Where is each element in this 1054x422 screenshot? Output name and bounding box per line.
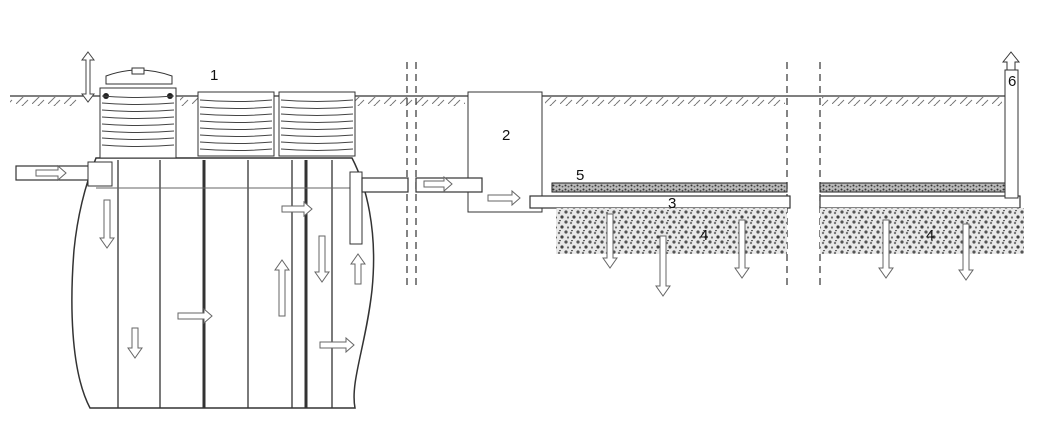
flow-arrow-down: [602, 213, 618, 269]
flow-arrow-down: [99, 199, 115, 249]
riser-rib: [199, 148, 273, 151]
riser-rib: [199, 99, 273, 102]
riser-rib: [199, 134, 273, 137]
riser-rib: [199, 127, 273, 130]
flow-arrow-down: [314, 235, 330, 283]
label-distribution-well: 2: [502, 127, 510, 144]
gravel-bed-left: [551, 182, 788, 254]
riser-rib: [280, 113, 354, 116]
riser-rib: [101, 144, 175, 147]
riser-rib: [280, 134, 354, 137]
vent-riser: [1001, 51, 1021, 199]
vent-cap-icon: [1001, 51, 1021, 71]
break-lines: [406, 62, 821, 288]
label-geotextile-layer: 5: [576, 167, 584, 184]
riser-rib: [280, 127, 354, 130]
flow-arrow-right: [35, 164, 67, 182]
flow-arrow-up: [350, 253, 366, 285]
septic-tank: [15, 157, 409, 409]
riser-rib: [199, 141, 273, 144]
riser-rib: [199, 113, 273, 116]
riser-rib: [101, 95, 175, 98]
flow-arrow-down: [655, 235, 671, 297]
riser-rib: [101, 130, 175, 133]
distribution-well: [415, 91, 1021, 213]
riser-rib: [101, 123, 175, 126]
label-drain-pipe: 3: [668, 195, 676, 212]
gravel-bed-right: [819, 182, 1024, 254]
riser-rib: [101, 116, 175, 119]
flow-arrows: [35, 164, 974, 359]
flow-arrow-down: [878, 219, 894, 279]
riser-rib: [280, 148, 354, 151]
riser-rib: [101, 102, 175, 105]
riser-rib: [280, 120, 354, 123]
riser-rib: [280, 141, 354, 144]
flow-arrow-down: [958, 223, 974, 281]
flow-arrow-right: [177, 307, 213, 325]
flow-arrow-down: [127, 327, 143, 359]
label-vent-riser: 6: [1008, 73, 1016, 90]
flow-arrow-right: [319, 336, 355, 354]
flow-arrow-right: [423, 175, 453, 193]
label-gravel-bed-right: 4: [926, 227, 934, 244]
label-septic-tank: 1: [210, 67, 218, 84]
riser-rib: [280, 99, 354, 102]
tank-risers: [81, 51, 356, 159]
flow-arrow-right: [281, 200, 313, 218]
flow-arrow-down: [734, 219, 750, 279]
riser-rib: [101, 137, 175, 140]
riser-rib: [199, 120, 273, 123]
flow-arrow-right: [487, 189, 521, 207]
riser-rib: [199, 106, 273, 109]
riser-rib: [101, 109, 175, 112]
riser-rib: [280, 106, 354, 109]
flow-arrow-up: [274, 259, 290, 317]
label-gravel-bed: 4: [700, 227, 708, 244]
